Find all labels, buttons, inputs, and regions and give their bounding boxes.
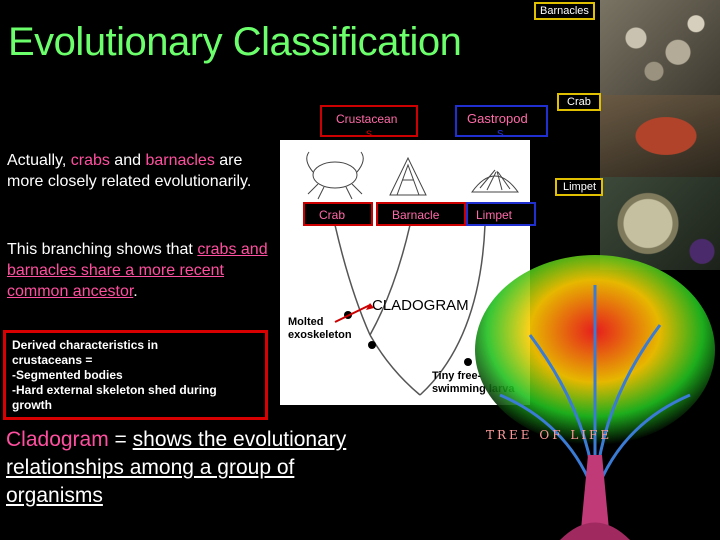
- barnacles-photo: [600, 0, 720, 95]
- p1-crabs: crabs: [70, 152, 110, 169]
- limpet-photo-label: Limpet: [555, 178, 603, 196]
- group2-text: Gastropod: [467, 111, 528, 126]
- limpet-photo: [600, 177, 720, 270]
- definition-text-2[interactable]: relationships among a group of: [6, 456, 295, 479]
- trait-exoskeleton-label: Molted exoskeleton: [288, 316, 352, 341]
- trait-node-exoskeleton: [368, 341, 376, 349]
- p2-post: .: [133, 283, 138, 300]
- p1-mid: and: [109, 152, 146, 169]
- cladogram-diagram: [306, 151, 519, 396]
- crab-illustration: [306, 151, 364, 200]
- label-gastropods: Gastropod s: [455, 105, 548, 140]
- p2-link[interactable]: crabs and barnacles share a more recent …: [7, 241, 268, 300]
- tree-of-life-caption: TREE OF LIFE: [486, 428, 613, 442]
- p1-barnacles: barnacles: [145, 152, 215, 169]
- derived-line: -Hard external skeleton shed during: [12, 383, 217, 397]
- slide-title: Evolutionary Classification: [8, 20, 462, 64]
- derived-line: -Segmented bodies: [12, 368, 123, 382]
- paragraph-branching: This branching shows that crabs and barn…: [7, 239, 272, 302]
- barnacle-illustration: [389, 156, 427, 196]
- p2-pre: This branching shows that: [7, 241, 198, 258]
- group1-text: Crustacean: [336, 112, 398, 126]
- cladogram-branches: [334, 224, 486, 396]
- derived-line: Derived characteristics in: [12, 338, 159, 352]
- taxon-crab: Crab: [303, 202, 373, 226]
- definition-text-1[interactable]: shows the evolutionary: [132, 428, 347, 451]
- limpet-illustration: [471, 169, 519, 193]
- definition-text-3[interactable]: organisms: [6, 484, 103, 507]
- definition-term: Cladogram: [6, 428, 109, 451]
- trait-node-larva: [464, 358, 472, 366]
- taxon-barnacle: Barnacle: [376, 202, 466, 226]
- definition-eq: =: [108, 428, 133, 451]
- arrow-pointer: [334, 303, 374, 323]
- crab-photo-label: Crab: [557, 93, 601, 111]
- derived-characteristics-box: Derived characteristics in crustaceans =…: [3, 330, 268, 420]
- paragraph-relatedness: Actually, crabs and barnacles are more c…: [7, 150, 277, 192]
- taxon-limpet: Limpet: [466, 202, 536, 226]
- crab-photo: [600, 95, 720, 177]
- group1-wrap: s: [366, 126, 372, 140]
- tree-of-life-illustration: [475, 255, 715, 540]
- group2-wrap: s: [497, 125, 504, 140]
- cladogram-definition: Cladogram = shows the evolutionary relat…: [6, 426, 426, 510]
- p1-pre: Actually,: [7, 152, 71, 169]
- label-crustaceans: Crustacean s: [320, 105, 418, 140]
- barnacles-photo-label: Barnacles: [534, 2, 595, 20]
- derived-line: growth: [12, 398, 52, 412]
- p1-post: are more closely related evolutionarily.: [7, 152, 252, 190]
- derived-line: crustaceans =: [12, 353, 93, 367]
- cladogram-caption: CLADOGRAM: [372, 297, 469, 314]
